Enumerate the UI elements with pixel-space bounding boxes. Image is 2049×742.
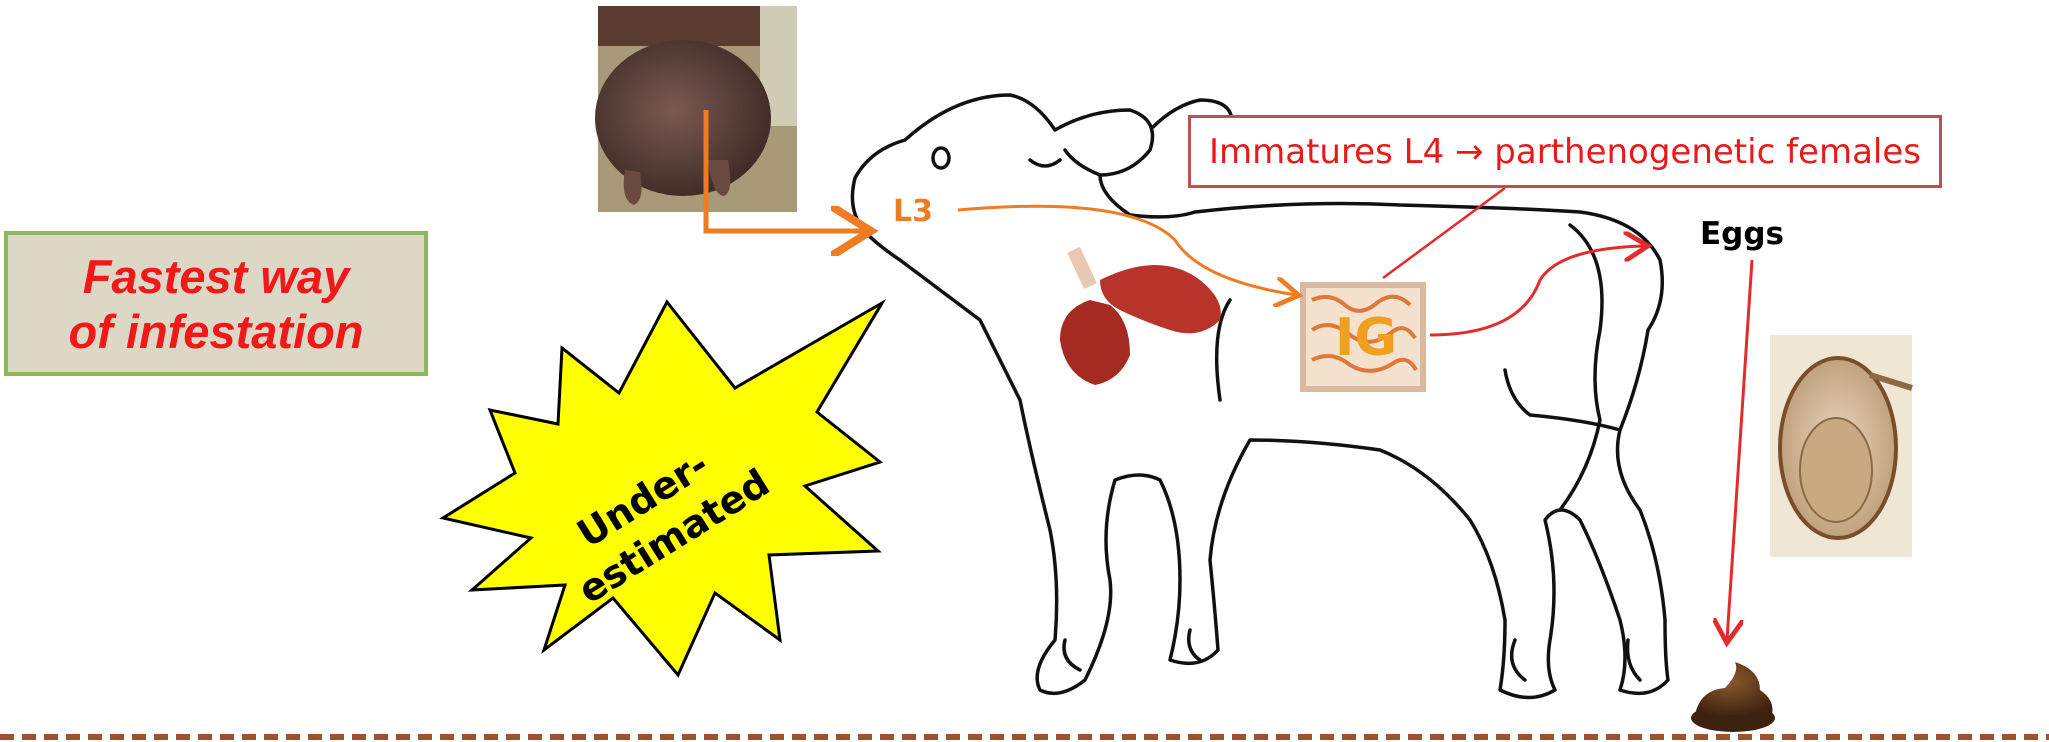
lungs-icon <box>1060 247 1221 385</box>
ig-label: IG <box>1335 308 1397 368</box>
feces-icon <box>1691 662 1775 732</box>
egg-photo <box>1770 335 1912 557</box>
red-arrow-eggs <box>1727 260 1752 640</box>
immatures-box: Immatures L4 → parthenogenetic females <box>1188 115 1942 188</box>
fastest-line1: Fastest way <box>83 249 349 304</box>
eggs-label: Eggs <box>1700 216 1784 252</box>
red-pointer-line <box>1383 188 1505 278</box>
fastest-way-box: Fastest way of infestation <box>4 231 428 376</box>
fastest-line2: of infestation <box>68 304 363 359</box>
l3-label: L3 <box>893 194 933 229</box>
red-arrow-intestine <box>1430 246 1645 335</box>
udder-photo <box>595 6 797 212</box>
intestine-icon: IG <box>1300 282 1426 392</box>
understimated-burst: Under- estimated <box>443 302 882 675</box>
